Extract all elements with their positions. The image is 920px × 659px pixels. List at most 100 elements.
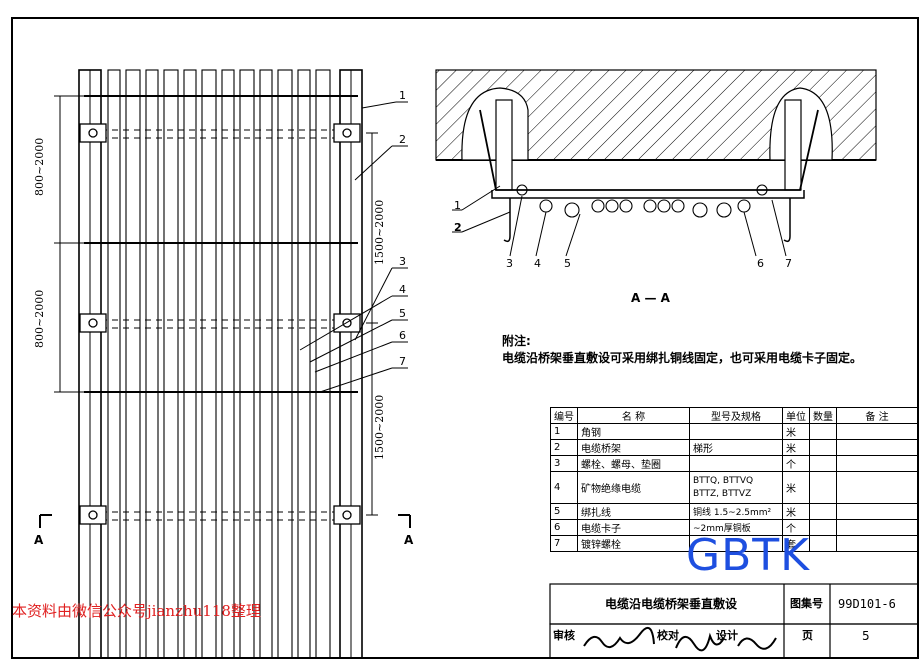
bom-no: 2: [550, 439, 578, 456]
callout-3: 3: [399, 255, 406, 268]
bom-unit: 米: [782, 439, 810, 456]
bom-spec: 梯形: [689, 439, 783, 456]
bom-header-unit: 单位: [782, 407, 810, 424]
sec-callout-3: 3: [506, 257, 513, 270]
page-number: 5: [862, 629, 870, 643]
hook-left: [503, 198, 511, 243]
bom-qty: [809, 455, 837, 472]
dim-label-left-2: 800~2000: [33, 289, 46, 348]
bom-no: 4: [550, 471, 578, 504]
bill-of-materials: 编号 名 称 型号及规格 单位 数量 备 注 1 角钢 米 2 电缆桥架 梯形 …: [550, 407, 918, 552]
bom-remark: [836, 535, 918, 552]
callout-4: 4: [399, 283, 406, 296]
bom-remark: [836, 471, 918, 504]
anchor-pockets: [461, 87, 833, 191]
bom-unit: 米: [782, 423, 810, 440]
bom-name: 螺栓、螺母、垫圈: [577, 455, 690, 472]
dimension-left: [54, 95, 84, 393]
bom-remark: [836, 503, 918, 520]
binding-wires: [84, 95, 358, 393]
bom-header-name: 名 称: [577, 407, 690, 424]
bom-name: 角钢: [577, 423, 690, 440]
bom-unit: 米: [782, 503, 810, 520]
callout-1: 1: [399, 89, 406, 102]
tray-rungs: [79, 129, 362, 521]
bom-remark: [836, 439, 918, 456]
bom-no: 7: [550, 535, 578, 552]
bom-header-row: 编号 名 称 型号及规格 单位 数量 备 注: [550, 407, 918, 424]
bom-remark: [836, 423, 918, 440]
bom-spec: 铜线 1.5~2.5mm²: [689, 503, 783, 520]
table-row: 2 电缆桥架 梯形 米: [550, 439, 918, 456]
sec-callout-4: 4: [534, 257, 541, 270]
bom-name: 矿物绝缘电缆: [577, 471, 690, 504]
callout-7: 7: [399, 355, 406, 368]
bom-unit: 米: [782, 471, 810, 504]
cables: [107, 69, 331, 659]
section-view: [435, 69, 877, 257]
source-note: 本资料由微信公众号jianzhu118整理: [12, 602, 261, 620]
sheet-frame: [11, 17, 919, 659]
callout-5: 5: [399, 307, 406, 320]
dim-label-right-1: 1500~2000: [373, 199, 386, 265]
section-cut-marks: [39, 514, 411, 528]
table-row: 4 矿物绝缘电缆 BTTQ, BTTVQ BTTZ, BTTVZ 米: [550, 471, 918, 504]
dimension-right: [366, 132, 378, 516]
bom-header-remark: 备 注: [836, 407, 918, 424]
bom-name: 镀锌螺栓: [577, 535, 690, 552]
atlas-number: 99D101-6: [838, 597, 896, 611]
signatures: [583, 626, 777, 652]
sec-callout-2: 2: [454, 221, 462, 234]
sec-callout-1: 1: [454, 199, 461, 212]
section-mark-right: A: [404, 533, 414, 547]
leader-lines: [299, 101, 408, 393]
bom-no: 6: [550, 519, 578, 536]
sec-callout-7: 7: [785, 257, 792, 270]
bom-name: 电缆桥架: [577, 439, 690, 456]
title-block-frame: [549, 583, 919, 659]
bom-header-spec: 型号及规格: [689, 407, 783, 424]
bom-spec: [689, 455, 783, 472]
hook-right: [783, 198, 791, 243]
elevation-view: [39, 69, 411, 659]
bolts: [79, 123, 361, 525]
dim-label-right-2: 1500~2000: [373, 394, 386, 460]
section-title: A — A: [631, 291, 670, 305]
bom-header-qty: 数量: [809, 407, 837, 424]
bom-header-no: 编号: [550, 407, 578, 424]
table-row: 3 螺栓、螺母、垫圈 个: [550, 455, 918, 472]
atlas-label: 图集号: [790, 597, 823, 610]
bom-name: 绑扎线: [577, 503, 690, 520]
bom-qty: [809, 503, 837, 520]
notes-heading: 附注:: [502, 334, 531, 348]
notes-text: 电缆沿桥架垂直敷设可采用绑扎铜线固定，也可采用电缆卡子固定。: [502, 351, 863, 365]
dim-label-left-1: 800~2000: [33, 137, 46, 196]
bom-qty: [809, 535, 837, 552]
bom-qty: [809, 423, 837, 440]
table-row: 1 角钢 米: [550, 423, 918, 440]
design-label: 设计: [716, 629, 738, 642]
bom-qty: [809, 439, 837, 456]
callout-2: 2: [399, 133, 406, 146]
tray-channel: [479, 109, 819, 191]
bom-spec: [689, 423, 783, 440]
sec-callout-5: 5: [564, 257, 571, 270]
bom-no: 5: [550, 503, 578, 520]
bom-remark: [836, 519, 918, 536]
sec-callout-6: 6: [757, 257, 764, 270]
bom-unit: 个: [782, 455, 810, 472]
cable-sections: [516, 184, 768, 218]
drawing-title: 电缆沿电缆桥架垂直敷设: [605, 597, 738, 611]
callout-6: 6: [399, 329, 406, 342]
table-row: 5 绑扎线 铜线 1.5~2.5mm² 米: [550, 503, 918, 520]
bom-no: 1: [550, 423, 578, 440]
page-label: 页: [802, 629, 813, 642]
review-label: 审核: [553, 629, 575, 642]
bom-remark: [836, 455, 918, 472]
watermark: GBTK: [686, 530, 811, 581]
bom-name: 电缆卡子: [577, 519, 690, 536]
section-mark-left: A: [34, 533, 44, 547]
bom-spec: BTTQ, BTTVQ BTTZ, BTTVZ: [689, 471, 783, 504]
